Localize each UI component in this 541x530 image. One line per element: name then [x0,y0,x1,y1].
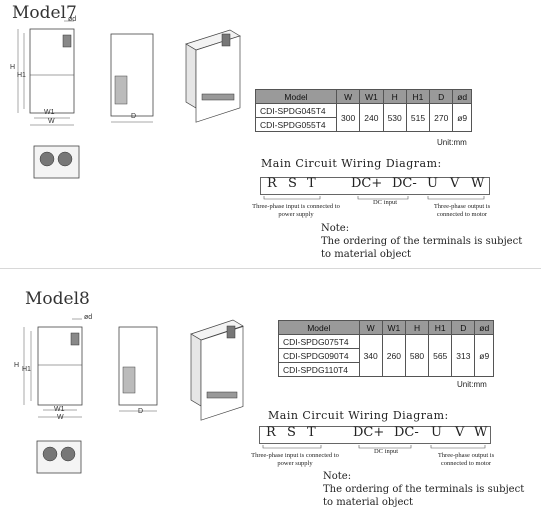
table-row: CDI-SPDG045T4 300 240 530 515 270 ø9 [255,103,472,132]
model8-dim-od: ød [84,314,93,321]
header-model: Model [255,89,337,104]
terminal-w: W [471,176,485,191]
model7-terminal-strip: R S T DC+ DC- U V W [260,176,490,195]
terminal-w: W [474,425,488,440]
header-od: ød [452,89,472,104]
model8-wiring-title: Main Circuit Wiring Diagram: [268,409,449,422]
table-row: CDI-SPDG075T4 340 260 580 565 313 ø9 [278,334,494,377]
header-w1: W1 [381,320,406,335]
model-cell: CDI-SPDG045T4 [255,103,337,118]
model7-dim-h1: H1 [17,72,26,79]
model8-bottom-view [36,440,82,474]
header-d: D [451,320,476,335]
header-w: W [358,320,383,335]
terminal-u: U [427,176,438,191]
terminal-r: R [267,176,277,191]
model7-isometric-view [185,29,241,123]
value-od: ø9 [474,334,494,377]
model8-input-label: Three-phase input is connected to power … [251,452,339,467]
model7-brackets [263,196,485,200]
model-cell: CDI-SPDG110T4 [278,362,360,377]
terminal-v: V [455,425,465,440]
value-w: 300 [335,103,361,132]
terminal-dc-plus: DC+ [351,176,383,191]
header-h1: H1 [428,320,453,335]
model7-title: Model7 [12,3,77,23]
terminal-s: S [288,176,297,191]
model-cell: CDI-SPDG090T4 [278,348,360,363]
value-h1: 515 [405,103,431,132]
model8-title: Model8 [25,289,90,309]
terminal-r: R [266,425,276,440]
terminal-s: S [287,425,296,440]
model7-dim-d: D [131,113,137,120]
model7-side-view [110,33,154,123]
model-cell: CDI-SPDG055T4 [255,117,337,132]
model8-spec-table: Model W W1 H H1 D ød CDI-SPDG075T4 340 2… [278,320,494,377]
model7-dim-od: ød [68,16,77,23]
model8-dc-label: DC input [373,448,399,455]
model8-unit: Unit:mm [457,380,487,389]
model8-side-view [118,326,158,412]
model7-spec-table: Model W W1 H H1 D ød CDI-SPDG045T4 300 2… [255,89,472,132]
table-row: CDI-SPDG110T4 [278,362,494,377]
model8-output-label: Three-phase output is connected to motor [437,452,495,467]
model8-note-label: Note: [323,471,352,482]
model8-terminal-strip: R S T DC+ DC- U V W [259,425,491,444]
value-d: 313 [451,334,476,377]
value-w: 340 [358,334,383,377]
model7-note-text: The ordering of the terminals is subject… [321,236,523,260]
model8-isometric-view [190,319,244,421]
value-h1: 565 [428,334,453,377]
model7-dc-label: DC input [372,199,398,206]
model8-dim-w: W [57,414,64,421]
terminal-dc-plus: DC+ [353,425,385,440]
model7-note-label: Note: [321,223,350,234]
header-h: H [382,89,407,104]
terminal-dc-minus: DC- [392,176,417,191]
terminal-t: T [307,176,316,191]
header-w: W [335,89,361,104]
model8-dim-d: D [138,408,144,415]
table-row: CDI-SPDG055T4 [255,117,472,132]
header-od: ød [474,320,494,335]
model8-dim-w1: W1 [54,406,65,413]
terminal-v: V [450,176,460,191]
model7-dim-w: W [48,118,55,125]
model8-brackets [262,445,486,449]
model8-dim-h1: H1 [22,366,31,373]
model7-bottom-view [33,145,80,179]
header-w1: W1 [359,89,384,104]
model7-dim-h: H [10,64,16,71]
section-divider [0,268,541,269]
model7-wiring-title: Main Circuit Wiring Diagram: [261,157,442,170]
header-d: D [429,89,454,104]
model7-unit: Unit:mm [437,138,467,147]
value-d: 270 [429,103,454,132]
value-od: ø9 [452,103,472,132]
terminal-u: U [431,425,442,440]
model7-input-label: Three-phase input is connected to power … [252,203,340,218]
header-h1: H1 [405,89,431,104]
model8-note-text: The ordering of the terminals is subject… [323,484,525,508]
value-h: 580 [404,334,430,377]
value-h: 530 [382,103,407,132]
table-header-row: Model W W1 H H1 D ød [255,89,472,104]
header-h: H [404,320,430,335]
value-w1: 240 [359,103,384,132]
model7-dim-w1: W1 [44,109,55,116]
header-model: Model [278,320,360,335]
model7-output-label: Three-phase output is connected to motor [433,203,491,218]
terminal-t: T [307,425,316,440]
terminal-dc-minus: DC- [394,425,419,440]
model-cell: CDI-SPDG075T4 [278,334,360,349]
model7-front-view [17,20,75,126]
value-w1: 260 [381,334,406,377]
table-header-row: Model W W1 H H1 D ød [278,320,494,335]
model8-dim-h: H [14,362,20,369]
model8-front-view [23,318,83,418]
